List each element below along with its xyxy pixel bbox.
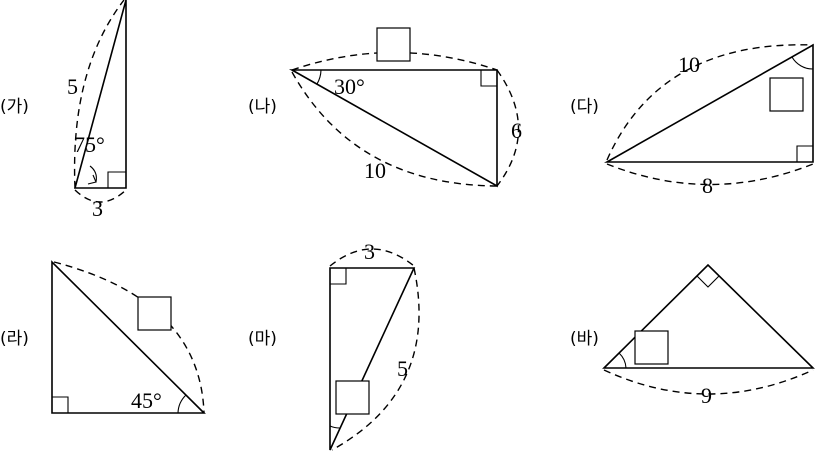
right-angle-mark-ma bbox=[330, 268, 347, 285]
triangle-ga bbox=[73, 0, 127, 189]
answer-box-ma[interactable] bbox=[335, 380, 370, 415]
figure-ga: (가) 5 75° 3 bbox=[0, 0, 127, 221]
dashed-arc-base-da bbox=[606, 163, 814, 186]
figure-label-ma: (마) bbox=[248, 329, 277, 349]
angle-arc-ma bbox=[329, 425, 341, 429]
dashed-arc-hyp-da bbox=[606, 44, 814, 161]
angle-label-ga: 75° bbox=[74, 132, 105, 157]
triangle-na bbox=[288, 69, 498, 188]
right-angle-mark-ba bbox=[696, 275, 720, 288]
dashed-arc-right-na bbox=[496, 69, 520, 187]
dashed-arc-top-na bbox=[291, 51, 498, 71]
right-angle-mark-na bbox=[480, 70, 497, 87]
leg-label-na: 6 bbox=[511, 118, 522, 143]
angle-arrow-ga bbox=[87, 174, 97, 185]
hypotenuse-label-ma: 5 bbox=[397, 356, 408, 381]
figure-label-ba: (바) bbox=[570, 329, 599, 349]
hypotenuse-label-ga: 5 bbox=[67, 74, 78, 99]
hypotenuse-label-na: 10 bbox=[364, 158, 386, 183]
figure-label-ra: (라) bbox=[0, 329, 29, 349]
answer-box-ba[interactable] bbox=[634, 330, 669, 365]
angle-label-ra: 45° bbox=[131, 388, 162, 413]
right-angle-mark-ga bbox=[107, 171, 126, 188]
right-angle-mark-ra bbox=[52, 396, 69, 413]
triangle-ba bbox=[602, 263, 815, 369]
triangle-da bbox=[603, 43, 814, 163]
figure-label-da: (다) bbox=[570, 97, 599, 117]
base-label-ba: 9 bbox=[701, 383, 712, 408]
angle-arc-da bbox=[791, 56, 814, 70]
angle-label-na: 30° bbox=[334, 74, 365, 99]
triangle-ra bbox=[51, 260, 206, 414]
hypotenuse-label-da: 10 bbox=[678, 52, 700, 77]
figure-na: (나) 30° 6 10 bbox=[248, 27, 522, 188]
dashed-arc-base-ga bbox=[74, 189, 127, 203]
answer-box-da[interactable] bbox=[769, 77, 804, 112]
figure-label-na: (나) bbox=[248, 97, 277, 117]
dashed-arc-hyp-ga bbox=[73, 0, 125, 189]
answer-box-na[interactable] bbox=[376, 27, 411, 62]
triangle-ma bbox=[329, 267, 416, 451]
top-label-ma: 3 bbox=[364, 239, 375, 264]
angle-arc-ba bbox=[618, 352, 627, 369]
right-angle-mark-da bbox=[796, 145, 813, 162]
figure-label-ga: (가) bbox=[0, 97, 29, 117]
figure-ma: (마) 3 5 bbox=[248, 239, 420, 451]
base-label-ga: 3 bbox=[92, 196, 103, 221]
figure-ra: (라) 45° bbox=[0, 260, 206, 414]
figure-ba: (바) 9 bbox=[570, 263, 815, 408]
angle-arc-na bbox=[316, 69, 322, 85]
answer-box-ra[interactable] bbox=[137, 296, 172, 331]
dashed-arc-hyp-na bbox=[291, 71, 498, 187]
figure-da: (다) 10 8 bbox=[570, 43, 814, 198]
angle-arc-ga bbox=[89, 165, 97, 183]
angle-arc-ra bbox=[177, 394, 187, 414]
dashed-arc-base-ba bbox=[603, 369, 814, 395]
dashed-arc-hyp-ma bbox=[331, 267, 420, 451]
base-label-da: 8 bbox=[702, 173, 713, 198]
